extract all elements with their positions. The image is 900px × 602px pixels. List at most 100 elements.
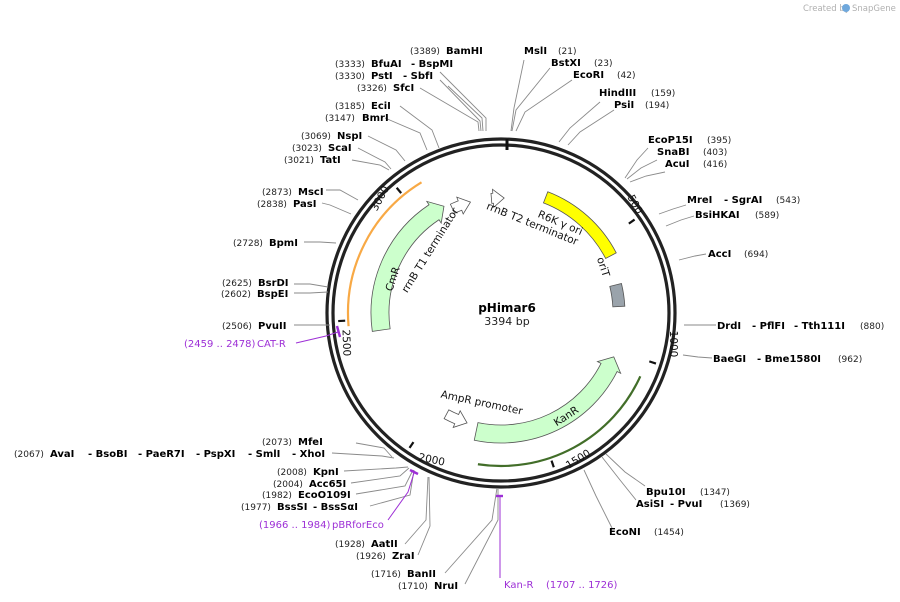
leader-baegi (682, 354, 713, 359)
site-nspi-pos: (3069) (301, 132, 331, 142)
site-mrei-pos: (543) (776, 196, 800, 206)
site-labels-right: MslI (21) BstXI (23) EcoRI (42) HindIII … (524, 46, 884, 538)
site-acui-name: AcuI (665, 159, 690, 170)
site-scai-name: ScaI (328, 143, 352, 154)
leader-econi (583, 469, 613, 529)
site-smli-name: - SmlI (248, 449, 280, 460)
site-sfci-pos: (3326) (357, 84, 387, 94)
primer-kan-r: Kan-R (1707 .. 1726) (496, 494, 618, 591)
tick-label-1000: 1000 (667, 331, 679, 358)
primer-pbrforeco-leader (387, 472, 415, 521)
tick-label-2500: 2500 (340, 329, 353, 356)
site-acci-name: AccI (708, 249, 731, 260)
site-bpu10i-pos: (1347) (700, 488, 730, 498)
leader-psti (439, 79, 482, 132)
site-aatii-name: AatII (371, 539, 398, 550)
feature-shape-2 (473, 356, 622, 444)
site-tati-pos: (3021) (284, 156, 314, 166)
site-drdi-pos: (880) (860, 322, 884, 332)
site-ecori-pos: (42) (617, 71, 635, 81)
feature-highlight-2 (477, 375, 642, 468)
leader-msli (510, 59, 525, 132)
leader-nrui (464, 488, 499, 585)
leader-tati (351, 159, 390, 171)
site-pvui-name: - PvuI (670, 499, 702, 510)
site-nspi-name: NspI (337, 131, 362, 142)
site-bamhi-pos: (3389) (410, 47, 440, 57)
site-avai-pos: (2067) (14, 450, 44, 460)
site-nrui-name: NruI (434, 581, 458, 592)
leader-aatii (404, 476, 429, 545)
primer-pbrforeco-range: (1966 .. 1984) (259, 520, 331, 531)
site-baegi-pos: (962) (838, 355, 862, 365)
site-mrei-name: MreI (687, 195, 712, 206)
backbone-inner-ring (331, 143, 671, 483)
leader-bstxi (511, 67, 551, 132)
site-zrai-pos: (1926) (356, 552, 386, 562)
leader-bamhi (439, 71, 487, 131)
leader-kpni (343, 466, 409, 472)
tick-mark-500 (628, 218, 636, 225)
site-msci-pos: (2873) (262, 188, 292, 198)
site-mfei-pos: (2073) (262, 438, 292, 448)
site-acui-pos: (416) (703, 160, 727, 170)
site-asisi-pos: (1369) (720, 500, 750, 510)
site-msli-pos: (21) (558, 47, 576, 57)
primer-pbrforeco-name: pBRforEco (332, 520, 384, 531)
site-ecii-pos: (3185) (335, 102, 365, 112)
leader-pasi (321, 202, 352, 215)
site-tati-name: TatI (320, 155, 341, 166)
leader-bspei (294, 291, 329, 294)
site-acci-pos: (694) (744, 250, 768, 260)
leader-bfuai (447, 85, 484, 132)
site-pvuii-pos: (2506) (222, 322, 252, 332)
site-pvuii-name: PvuII (258, 321, 286, 332)
primer-kan-r-name: Kan-R (504, 580, 533, 591)
site-snabi-name: SnaBI (657, 147, 689, 158)
site-kpni-name: KpnI (313, 467, 339, 478)
site-ecoo109i-pos: (1982) (262, 491, 292, 501)
site-bsihkai-name: BsiHKAI (695, 210, 740, 221)
site-snabi-pos: (403) (703, 148, 727, 158)
site-ecii-name: EciI (371, 101, 391, 112)
leader-ecori (515, 79, 573, 132)
site-bsssai-name: - BssSαI (313, 502, 358, 513)
site-acc65i-name: Acc65I (309, 479, 346, 490)
site-ecop15i-pos: (395) (707, 136, 731, 146)
site-bpmi-pos: (2728) (233, 239, 263, 249)
leader-bpu10i (605, 453, 646, 487)
leader-bmri (384, 117, 428, 151)
site-banii-pos: (1716) (371, 570, 401, 580)
site-psti-pos: (3330) (335, 72, 365, 82)
site-ecop15i-name: EcoP15I (648, 135, 693, 146)
leader-scai (357, 147, 392, 170)
snapgene-credit: Created by SnapGene (803, 4, 896, 14)
plasmid-name: pHimar6 (478, 301, 536, 315)
site-bpu10i-name: Bpu10I (646, 487, 686, 498)
primer-cat-r: (2459 .. 2478) CAT-R (184, 325, 342, 350)
leader-ecop15i (624, 147, 649, 179)
site-bspei-pos: (2602) (221, 290, 251, 300)
site-bpmi-name: BpmI (269, 238, 298, 249)
leader-acci (678, 253, 707, 261)
leader-snabi (626, 159, 658, 180)
site-bsssi-pos: (1977) (241, 503, 271, 513)
site-bstxi-pos: (23) (594, 59, 612, 69)
tick-mark-3000 (395, 187, 403, 194)
site-psti-name: PstI (371, 71, 393, 82)
leader-asisi (601, 456, 637, 501)
primer-cat-r-range: (2459 .. 2478) (184, 339, 256, 350)
site-bmri-name: BmrI (362, 113, 389, 124)
site-bsrdi-pos: (2625) (222, 279, 252, 289)
primer-cat-r-bar (335, 325, 342, 338)
site-banii-name: BanII (407, 569, 436, 580)
site-sbfi-name: - SbfI (403, 71, 433, 82)
site-sfci-name: SfcI (393, 83, 414, 94)
site-zrai-name: ZraI (392, 551, 415, 562)
leader-msci (326, 189, 359, 201)
leader-ecii (399, 105, 440, 149)
site-bspei-name: BspEI (257, 289, 288, 300)
site-msci-name: MscI (298, 187, 324, 198)
site-bstxi-name: BstXI (551, 58, 581, 69)
tick-mark-1500 (550, 460, 555, 468)
